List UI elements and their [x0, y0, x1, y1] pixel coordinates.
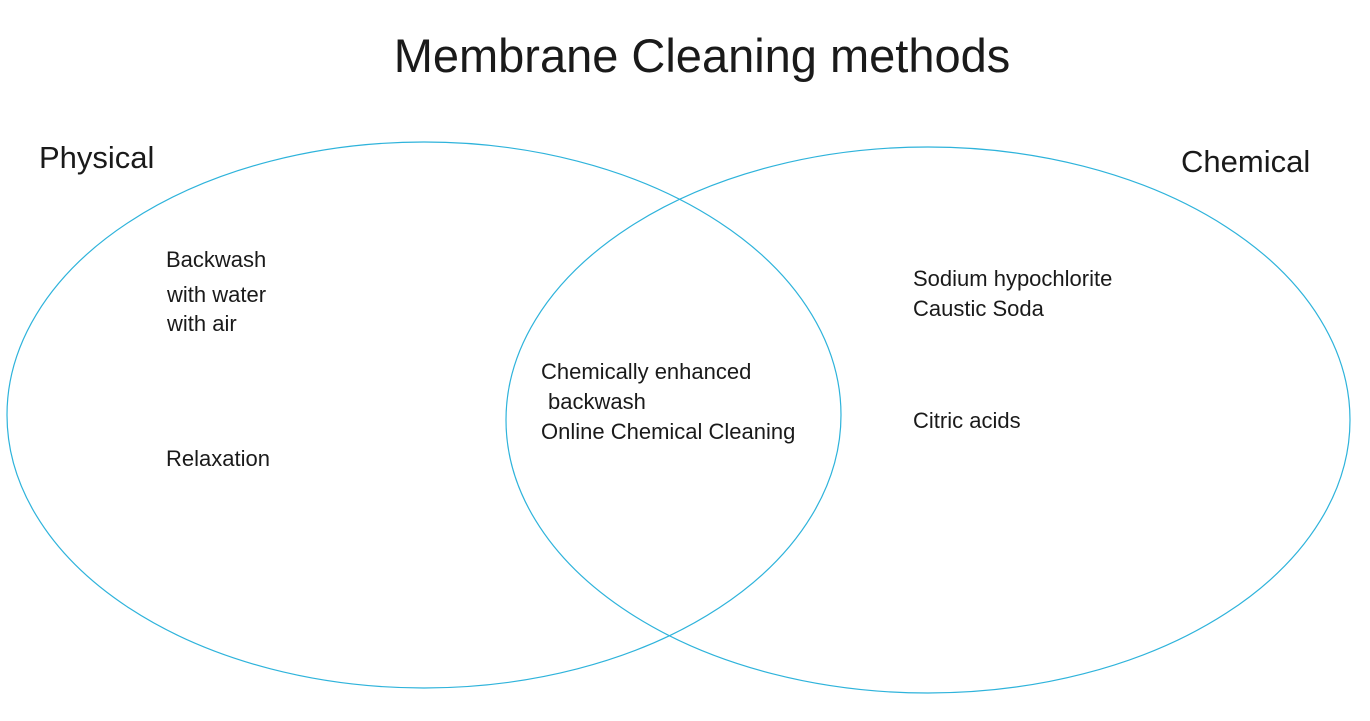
intersection-item-online-chemical-cleaning: Online Chemical Cleaning [541, 419, 796, 444]
intersection-item-backwash: backwash [548, 389, 646, 414]
physical-item-relaxation: Relaxation [166, 446, 270, 471]
physical-item-with-water: with water [167, 282, 267, 307]
physical-set-label: Physical [39, 140, 155, 175]
physical-set-ellipse [6, 141, 842, 689]
diagram-title: Membrane Cleaning methods [393, 29, 1011, 82]
chemical-item-sodium-hypochlorite: Sodium hypochlorite [913, 266, 1113, 291]
chemical-set-label: Chemical [1181, 144, 1311, 179]
chemical-item-citric-acids: Citric acids [913, 408, 1021, 433]
intersection-item-chemically-enhanced: Chemically enhanced [541, 359, 752, 384]
chemical-item-caustic-soda: Caustic Soda [913, 296, 1044, 321]
physical-item-backwash: Backwash [166, 247, 267, 272]
chemical-set-ellipse [505, 146, 1351, 694]
physical-item-with-air: with air [167, 311, 237, 336]
